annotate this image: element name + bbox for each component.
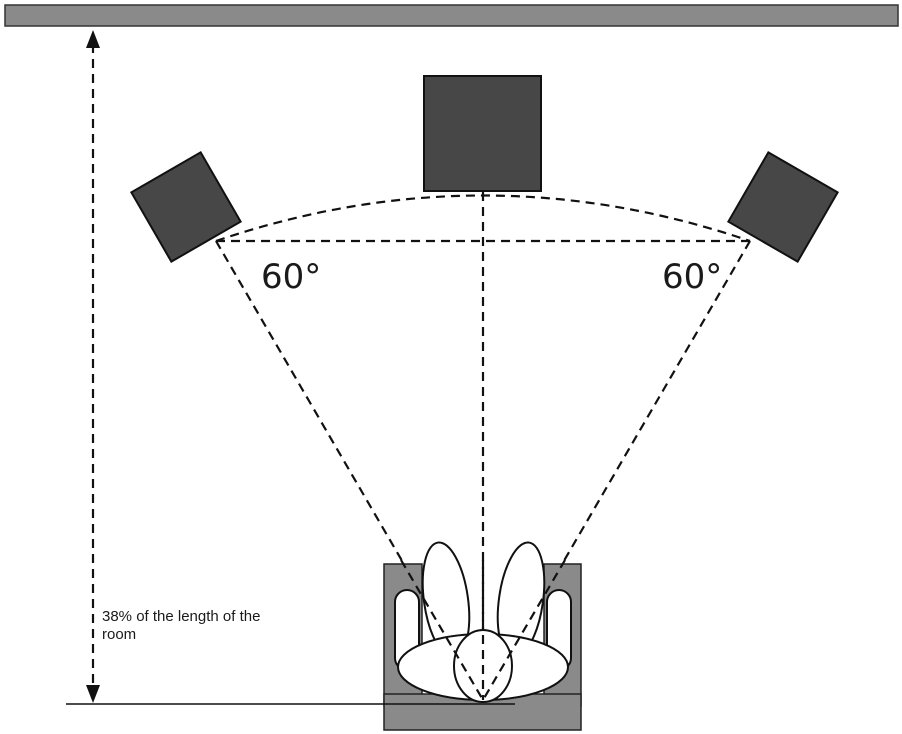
left-listening-overlay	[400, 559, 484, 701]
distance-note: 38% of the length of the room	[102, 608, 265, 643]
left-speaker	[129, 150, 243, 264]
listener-figure	[394, 541, 572, 703]
right-angle-label: 60°	[662, 257, 722, 297]
listening-arc	[215, 194, 751, 243]
left-angle-label: 60°	[261, 257, 321, 297]
distance-note-line-1: 38% of the length of the	[102, 608, 260, 625]
right-listening-overlay	[482, 559, 566, 701]
distance-note-line-2: room	[102, 626, 136, 643]
arrow-down-icon	[86, 685, 100, 703]
arrow-up-icon	[86, 30, 100, 48]
right-speaker	[726, 150, 840, 264]
center-speaker	[423, 75, 542, 192]
front-wall	[4, 4, 899, 27]
